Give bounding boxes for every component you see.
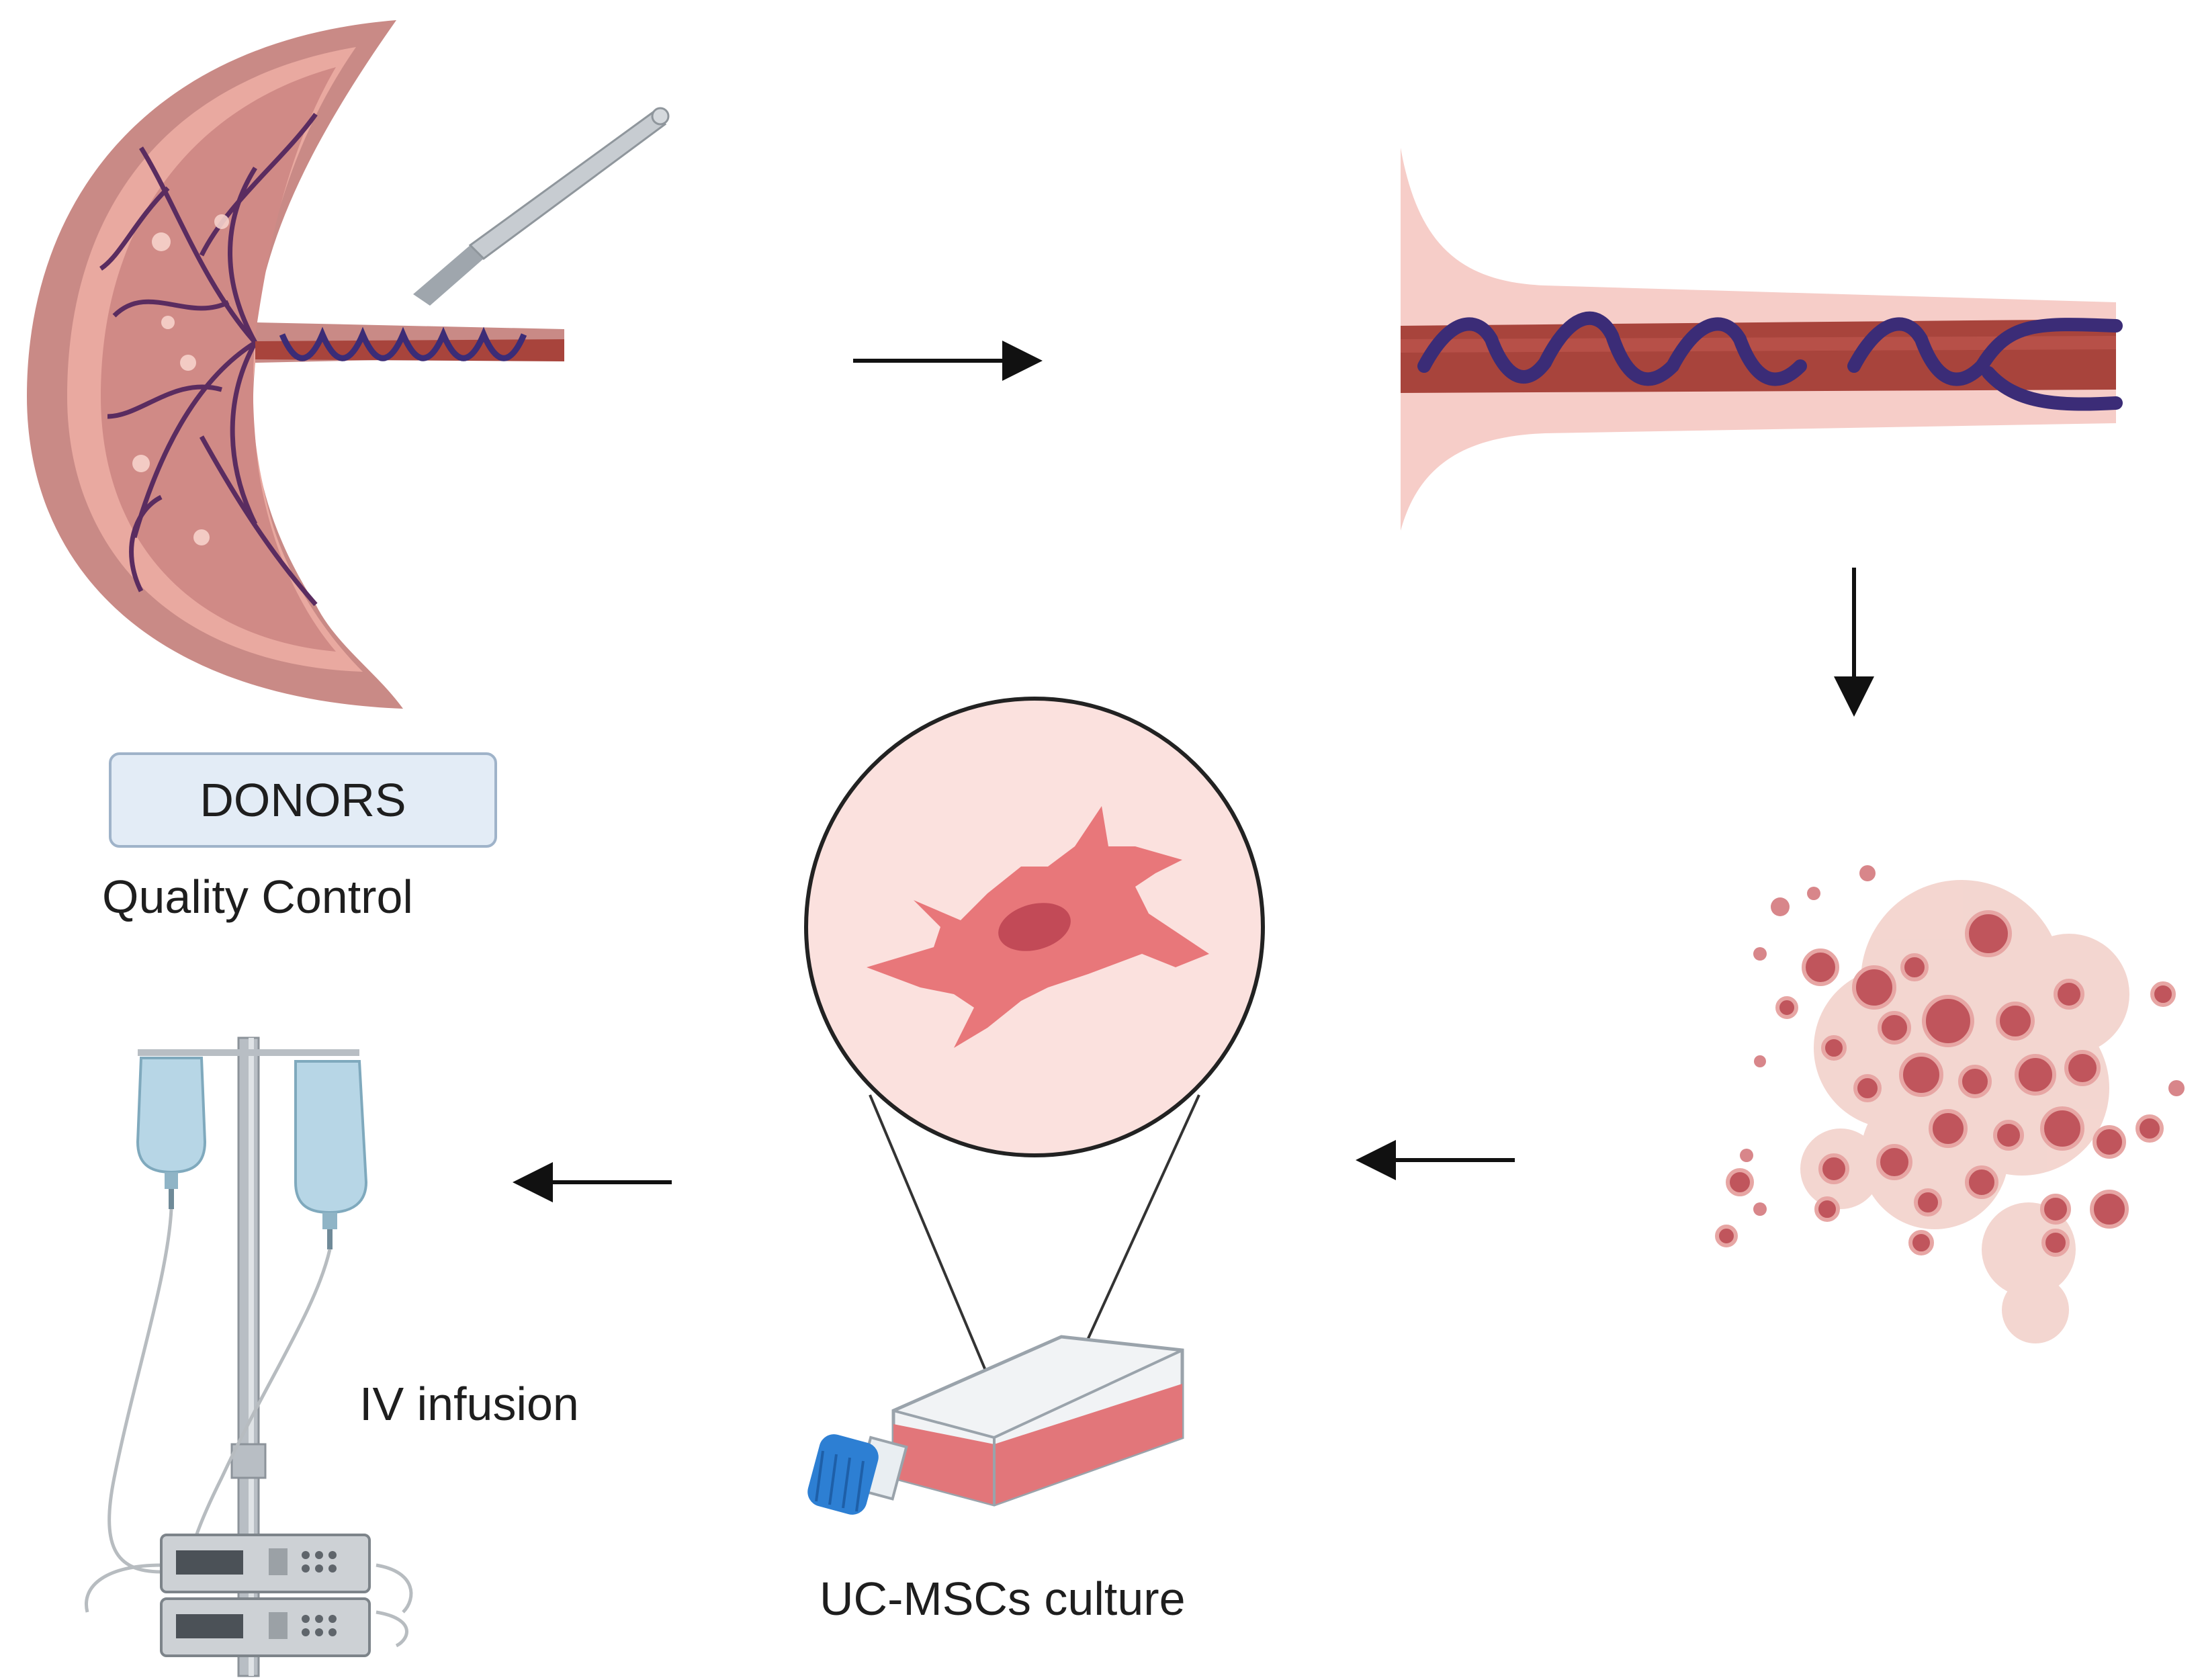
placenta-icon <box>27 20 564 709</box>
infusion-pump-icon <box>160 1534 371 1657</box>
mesenchymal-cell-icon <box>804 697 1265 1472</box>
umbilical-cord-icon <box>1401 148 2123 531</box>
scalpel-icon <box>413 107 670 306</box>
culture-flask-icon <box>807 1335 1184 1515</box>
culture-label: UC-MSCs culture <box>820 1573 1186 1625</box>
tissue-fragments-icon <box>1715 865 2185 1343</box>
quality-control-label: Quality Control <box>102 871 413 923</box>
donors-label-box: DONORS <box>109 752 497 848</box>
iv-infusion-label: IV infusion <box>359 1378 579 1430</box>
donors-label: DONORS <box>200 774 406 826</box>
